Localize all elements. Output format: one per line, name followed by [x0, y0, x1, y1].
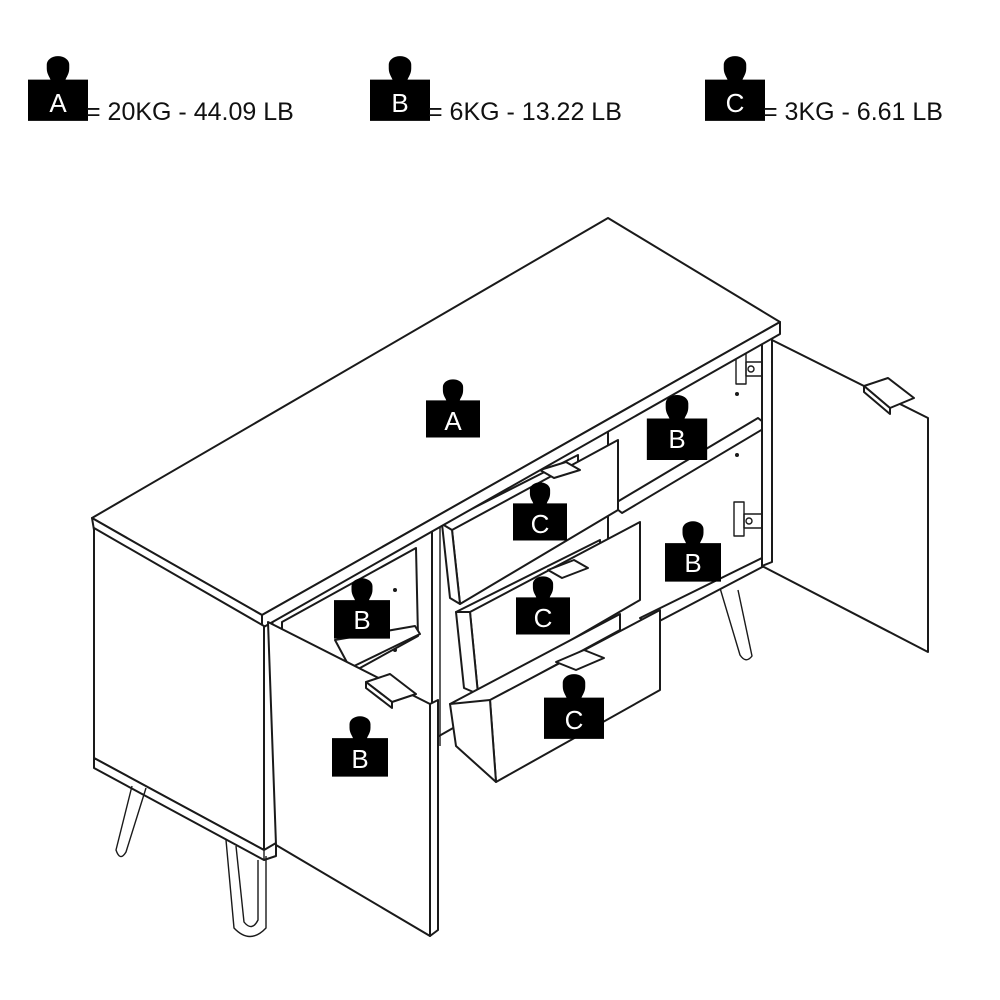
marker-letter: C	[531, 509, 550, 539]
drawer-top-side	[441, 523, 461, 605]
marker-top: A	[426, 379, 480, 438]
shelf-pin-hole	[393, 648, 397, 652]
legend-letter: C	[726, 88, 745, 118]
marker-drawer-bottom: C	[544, 674, 604, 739]
sideboard-top-right-edge	[261, 321, 781, 629]
sideboard	[91, 217, 929, 938]
right-door	[761, 329, 929, 653]
shelf-pin-hole	[393, 588, 397, 592]
load-markers: A B B C C C B B	[332, 379, 721, 777]
marker-letter: A	[444, 406, 462, 436]
drawer-top-handle	[539, 461, 581, 479]
rear-legs	[719, 587, 753, 661]
legend-letter: B	[391, 88, 408, 118]
shelf-pin-hole	[735, 392, 739, 396]
legend-weight-label: = 20KG - 44.09 LB	[86, 98, 294, 126]
marker-drawer-middle: C	[516, 576, 570, 635]
right-door-edge	[761, 329, 773, 567]
legend-weight-label: = 3KG - 6.61 LB	[763, 98, 943, 126]
left-door	[267, 621, 439, 937]
drawer-bottom-handle	[555, 649, 605, 671]
drawer-bottom-side	[449, 699, 497, 783]
right-door-panel	[761, 334, 929, 653]
legend-letter: A	[49, 88, 67, 118]
right-compartment	[607, 335, 771, 641]
left-front-leg	[115, 785, 147, 858]
marker-letter: B	[353, 605, 370, 635]
legend-item-b: B = 6KG - 13.22 LB	[370, 56, 622, 126]
marker-letter: C	[534, 603, 553, 633]
front-legs	[115, 785, 267, 938]
right-rear-leg	[719, 587, 753, 661]
left-door-handle-side	[365, 681, 393, 709]
marker-right-upper-shelf: B	[646, 394, 708, 460]
marker-right-lower-shelf: B	[665, 521, 721, 582]
legend-item-a: A = 20KG - 44.09 LB	[28, 56, 294, 126]
marker-letter: C	[565, 705, 584, 735]
legend-item-c: C = 3KG - 6.61 LB	[705, 56, 943, 126]
shelf-pin-hole	[735, 453, 739, 457]
center-front-leg	[225, 839, 267, 938]
marker-left-shelf: B	[334, 578, 390, 639]
legend: A = 20KG - 44.09 LB B = 6KG - 13.22 LB C…	[28, 56, 943, 126]
right-door-handle-side	[863, 385, 891, 415]
marker-letter: B	[351, 744, 368, 774]
drawer-middle-handle	[547, 559, 589, 579]
marker-letter: B	[684, 548, 701, 578]
marker-left-door: B	[332, 716, 388, 777]
marker-drawer-top: C	[513, 482, 567, 541]
left-door-edge	[429, 699, 439, 937]
legend-weight-label: = 6KG - 13.22 LB	[428, 98, 622, 126]
marker-letter: B	[668, 424, 685, 454]
